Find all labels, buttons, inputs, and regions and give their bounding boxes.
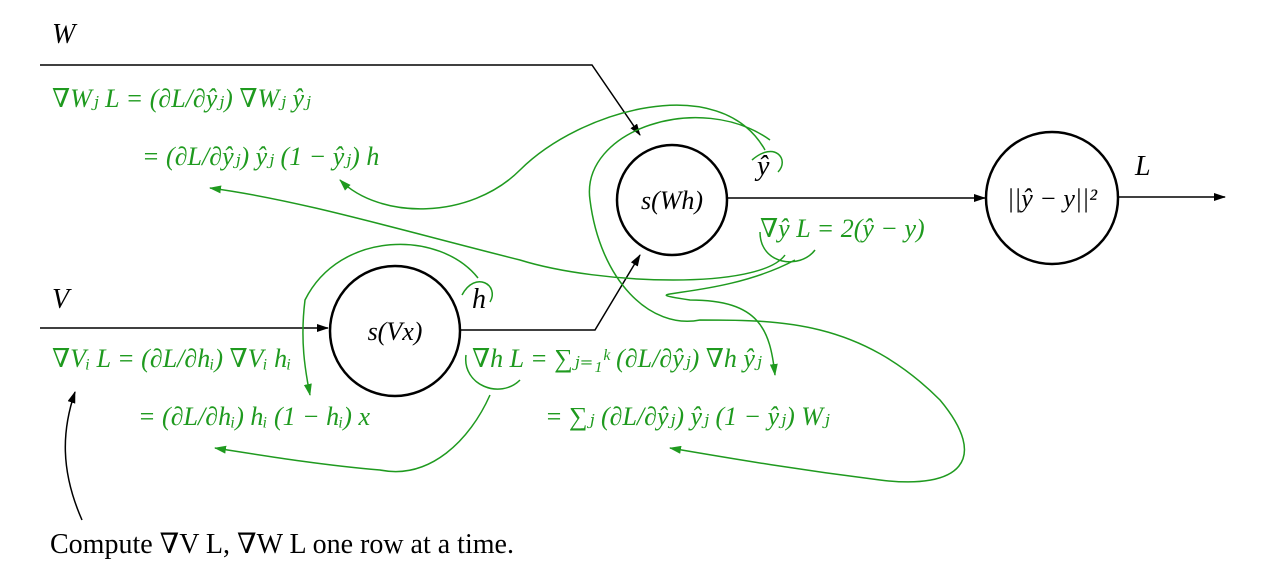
h-hook — [461, 281, 493, 303]
node-s-vx — [328, 264, 462, 398]
caption: Compute ∇V L, ∇W L one row at a time. — [50, 529, 514, 560]
label-l: L — [1134, 151, 1151, 182]
eq-grad-v-line2: = (∂L/∂hᵢ) hᵢ (1 − hᵢ) x — [138, 402, 370, 431]
eq-grad-w-line1: ∇Wⱼ L = (∂L/∂ŷⱼ) ∇Wⱼ ŷⱼ — [52, 84, 311, 113]
flow-gradh-to-gradv — [214, 394, 491, 473]
flow-gradyhat-to-gradw — [209, 185, 786, 281]
node-loss-label: ||ŷ − y||² — [1007, 184, 1098, 213]
flow-h-to-gradv — [302, 243, 479, 396]
label-h: h — [472, 284, 486, 315]
eq-grad-h-line1: ∇h L = ∑ⱼ₌₁ᵏ (∂L/∂ŷⱼ) ∇h ŷⱼ — [472, 344, 762, 373]
eq-grad-yhat: ∇ŷ L = 2(ŷ − y) — [760, 214, 925, 243]
w-input-edge — [40, 64, 641, 136]
flow-yhat-to-gradw — [339, 104, 766, 210]
yhat-hook — [751, 150, 783, 173]
eq-grad-h-line2: = ∑ⱼ (∂L/∂ŷⱼ) ŷⱼ (1 − ŷⱼ) Wⱼ — [545, 402, 830, 431]
node-s-wh-label: s(Wh) — [641, 186, 703, 215]
label-yhat: ŷ — [754, 151, 770, 182]
eq-grad-v-line1: ∇Vᵢ L = (∂L/∂hᵢ) ∇Vᵢ hᵢ — [52, 344, 291, 373]
h-edge — [460, 254, 641, 331]
caption-arrow — [64, 391, 83, 521]
eq-grad-w-line2: = (∂L/∂ŷⱼ) ŷⱼ (1 − ŷⱼ) h — [142, 142, 379, 171]
grad-h-hook — [465, 354, 521, 390]
node-s-wh — [615, 143, 729, 257]
label-w: W — [52, 19, 78, 50]
flow-yhat-to-gradh — [588, 116, 966, 483]
node-s-vx-label: s(Vx) — [368, 317, 423, 346]
flow-gradyhat-to-gradh — [665, 259, 796, 376]
grad-yhat-hook — [759, 231, 816, 263]
node-loss — [984, 130, 1120, 266]
label-v: V — [52, 284, 72, 315]
